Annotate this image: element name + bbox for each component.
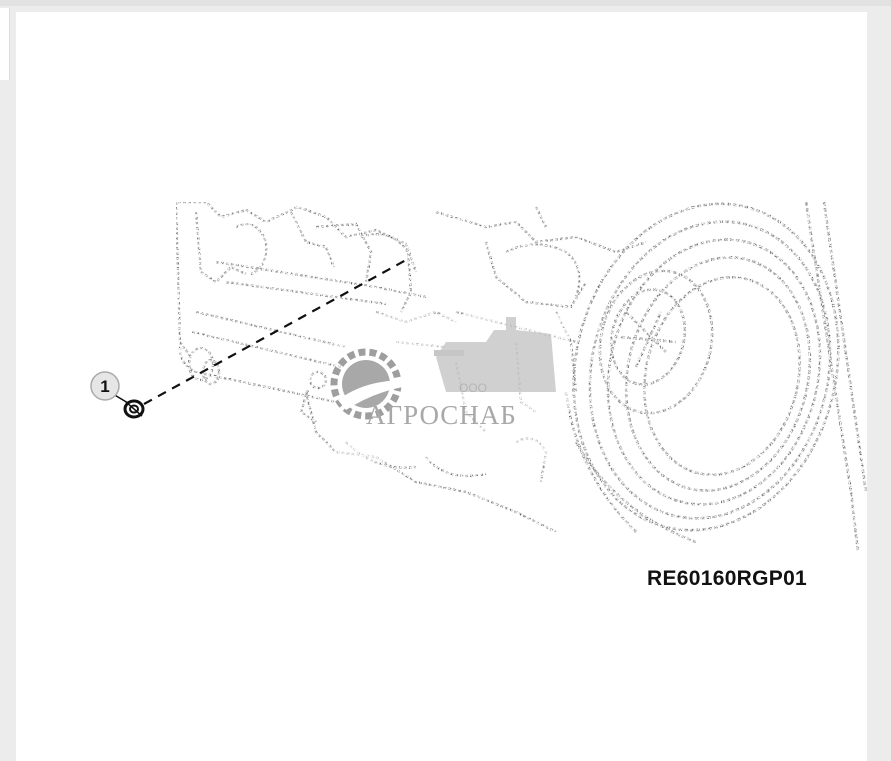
watermark-company-name: АГРОСНАБ [366, 400, 517, 430]
plug-part-drawing [123, 399, 145, 419]
callout-1: 1 [90, 371, 120, 401]
watermark-company-type: ООО [459, 381, 487, 395]
installation-dashed-line [143, 259, 407, 405]
engine-front-diagram: 1 ООО АГРОСНАБ [90, 200, 867, 553]
left-edge-tab [0, 8, 10, 80]
combine-harvester-logo [434, 317, 556, 392]
top-bar [0, 0, 891, 6]
agrosnab-watermark: ООО АГРОСНАБ [330, 314, 569, 462]
engine-block-drawing [174, 200, 647, 534]
callout-number: 1 [100, 377, 109, 396]
diagram-reference-code: RE60160RGP01 [647, 567, 808, 590]
gear-logo [330, 348, 436, 420]
diagram-panel: 1 ООО АГРОСНАБ RE60160RGP01 [16, 12, 867, 761]
crankshaft-pulley-drawing [564, 201, 867, 553]
